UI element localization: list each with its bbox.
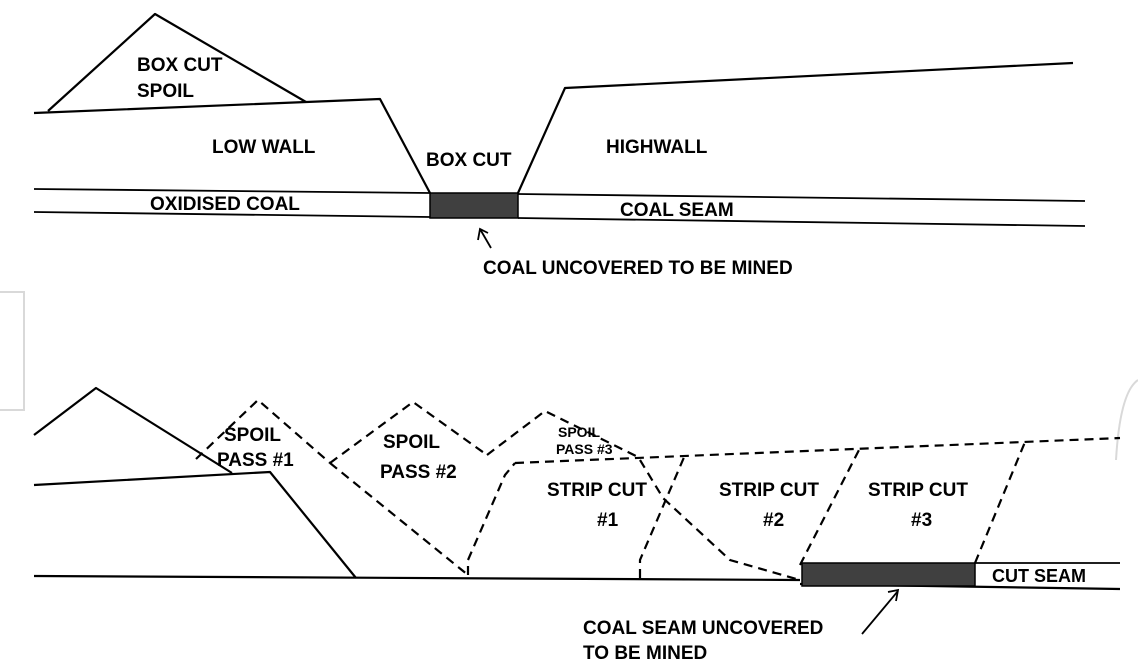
strip-cut-2-right-wall: [799, 447, 861, 566]
strip-cut-3-right-wall: [973, 441, 1027, 564]
right-edge-mark: [1115, 379, 1138, 461]
spoil-pass-1-label-line2: PASS #1: [217, 450, 294, 471]
strip-cut-2-left-wall: [638, 454, 687, 578]
spoil-pass-2-label-line2: PASS #2: [380, 462, 457, 483]
coal-seam-uncovered-arrow: [861, 588, 900, 635]
strip-cut-1-left-wall: [466, 462, 516, 575]
oxidised-coal-label: OXIDISED COAL: [150, 194, 300, 215]
box-cut-spoil-label-line2: SPOIL: [137, 81, 194, 102]
box-cut-diagram: BOX CUT SPOIL LOW WALL BOX CUT HIGHWALL …: [33, 12, 1086, 279]
strip-cut-1-right-wall: [639, 459, 801, 582]
low-wall-outline-bottom: [33, 470, 357, 579]
box-cut-label: BOX CUT: [426, 150, 512, 171]
box-cut-spoil-label-line1: BOX CUT: [137, 55, 223, 76]
seam-bottom-line-left: [33, 211, 431, 218]
original-spoil-pile: [33, 386, 233, 474]
coal-seam-uncovered-label-line1: COAL SEAM UNCOVERED: [583, 618, 823, 639]
spoil-pass-3-outline: [486, 409, 641, 459]
coal-uncovered-label: COAL UNCOVERED TO BE MINED: [483, 258, 793, 279]
coal-uncovered-block: [429, 192, 519, 219]
spoil-pass-2-outline: [329, 400, 488, 464]
spoil-pass-3-label-line2: PASS #3: [556, 441, 613, 457]
spoil-pass-1-label-line1: SPOIL: [224, 425, 281, 446]
strip-cut-2-label-line1: STRIP CUT: [719, 480, 819, 501]
spoil-surface-line: [514, 436, 1121, 465]
spoil-pass-2-label-line1: SPOIL: [383, 432, 440, 453]
coal-seam-uncovered-label-line2: TO BE MINED: [583, 643, 707, 664]
spoil-pass-3-label-line1: SPOIL: [558, 424, 600, 440]
pit-floor-line: [33, 574, 801, 582]
cut-seam-label: CUT SEAM: [992, 566, 1086, 586]
seam-top-line-left: [33, 188, 431, 194]
strip-cut-3-label-line2: #3: [911, 510, 932, 531]
coal-uncovered-arrow: [477, 227, 492, 249]
seam-top-line-right: [517, 193, 1086, 202]
low-wall-label: LOW WALL: [212, 137, 316, 158]
coal-seam-label: COAL SEAM: [620, 200, 734, 221]
coal-seam-uncovered-block: [801, 562, 976, 587]
seam-bottom-line-right: [517, 217, 1086, 227]
highwall-label: HIGHWALL: [606, 137, 708, 158]
strip-cut-3-label-line1: STRIP CUT: [868, 480, 968, 501]
strip-cut-diagram: SPOIL PASS #1 SPOIL PASS #2 SPOIL PASS #…: [33, 386, 1121, 664]
strip-cut-1-label-line2: #1: [597, 510, 619, 531]
strip-cut-1-label-line1: STRIP CUT: [547, 480, 647, 501]
low-wall-outline: [33, 97, 431, 194]
box-cut-spoil-pile: [47, 12, 307, 112]
left-edge-mark: [0, 291, 25, 411]
strip-cut-2-label-line2: #2: [763, 510, 784, 531]
highwall-outline: [516, 61, 1074, 194]
